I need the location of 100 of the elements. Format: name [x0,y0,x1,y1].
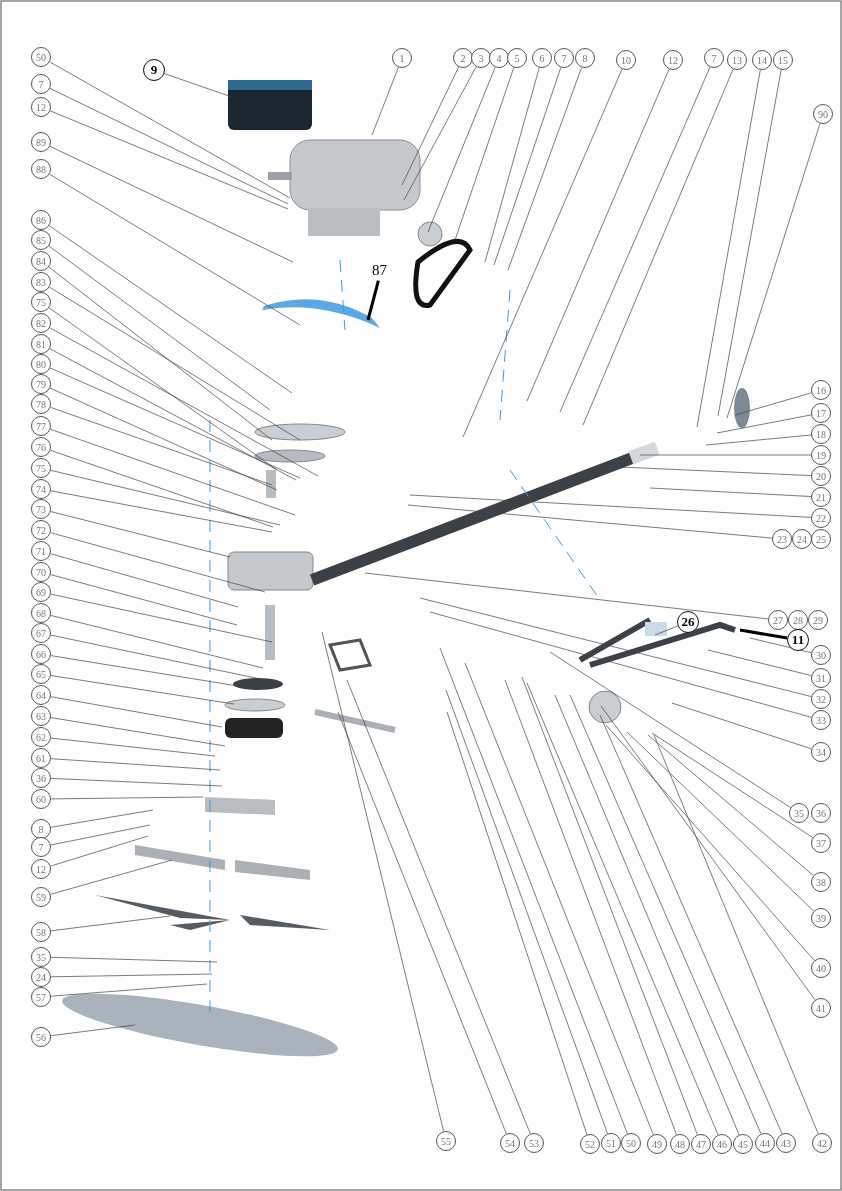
leader-line [337,711,507,1135]
callout-circle: 73 [31,499,51,519]
callout-circle: 83 [31,272,51,292]
callout-circle: 6 [532,48,552,68]
leader-line [50,696,223,728]
callout-circle: 72 [31,520,51,540]
leader-line [599,714,783,1135]
callout-circle: 39 [811,908,831,928]
callout-circle: 23 [772,529,792,549]
leader-line [50,824,151,846]
leader-line [716,414,812,434]
callout-circle: 53 [524,1133,544,1153]
leader-line [401,66,460,186]
callout-circle: 24 [31,967,51,987]
leader-line [364,572,769,620]
leader-line [50,758,221,771]
callout-circle: 8 [575,48,595,68]
leader-line [526,68,670,402]
callout-circle: 14 [752,50,772,70]
callout-circle: 3 [471,48,491,68]
leader-line [419,597,812,697]
leader-line [164,73,233,98]
callout-circle: 50 [31,47,51,67]
leader-line [749,637,812,654]
leader-line [366,280,380,321]
leader-line [427,66,496,233]
callout-circle: 68 [31,603,51,623]
callout-circle: 69 [31,582,51,602]
leader-line [50,859,173,895]
leader-line [619,466,812,476]
leader-line [507,67,582,271]
leader-line [464,662,654,1136]
callout-circle: 86 [31,210,51,230]
leader-line [445,689,608,1134]
leader-line [50,983,208,997]
callout-circle: 66 [31,644,51,664]
leader-line [48,245,271,411]
callout-circle: 88 [31,159,51,179]
callout-circle: 12 [663,50,683,70]
callout-circle: 20 [811,466,831,486]
callout-circle: 84 [31,251,51,271]
leader-line [50,778,223,787]
callout-circle: 55 [436,1131,456,1151]
callout-circle: 77 [31,416,51,436]
callout-circle: 1 [392,48,412,68]
leader-line [50,469,281,526]
leader-line [739,628,788,640]
callout-circle: 7 [704,48,724,68]
leader-line [50,717,226,747]
leader-line [48,266,273,441]
leader-line [50,553,239,608]
callout-circle: 45 [733,1134,753,1154]
callout-circle: 7 [554,48,574,68]
callout-circle: 24 [792,529,812,549]
leader-line [705,434,812,446]
callout-circle: 28 [788,610,808,630]
leader-line [49,286,301,441]
callout-circle: 76 [31,437,51,457]
callout-circle: 61 [31,748,51,768]
callout-number: 87 [372,263,387,278]
callout-circle: 62 [31,727,51,747]
leader-line [493,67,562,266]
callout-circle: 8 [31,819,51,839]
callout-circle: 9 [143,59,165,81]
callout-circle: 37 [811,833,831,853]
leader-line [403,66,477,201]
callout-circle: 33 [811,710,831,730]
callout-circle: 63 [31,706,51,726]
leader-line [549,651,791,808]
callout-circle: 16 [811,380,831,400]
callout-circle: 54 [500,1133,520,1153]
leader-line [50,449,274,528]
callout-circle: 71 [31,541,51,561]
leader-line [50,406,273,486]
callout-circle: 35 [31,947,51,967]
callout-circle: 22 [811,508,831,528]
callout-circle: 17 [811,403,831,423]
leader-line [439,647,628,1135]
leader-line [696,69,761,428]
callout-circle: 18 [811,424,831,444]
leader-line [49,327,319,477]
callout-circle: 21 [811,487,831,507]
callout-circle: 5 [507,48,527,68]
callout-circle: 30 [811,645,831,665]
callout-circle: 78 [31,394,51,414]
callout-circle: 43 [776,1133,796,1153]
leader-line [50,615,264,669]
callout-circle: 11 [787,629,809,651]
callout-circle: 38 [811,872,831,892]
callout-circle: 57 [31,987,51,1007]
callout-circle: 36 [31,768,51,788]
callout-circle: 19 [811,445,831,465]
callout-circle: 12 [31,859,51,879]
leader-line [50,809,154,828]
leader-line [626,731,815,912]
leader-line [50,511,231,558]
callout-circle: 40 [811,958,831,978]
callout-circle: 12 [31,97,51,117]
callout-circle: 51 [601,1133,621,1153]
leader-line [50,956,218,963]
